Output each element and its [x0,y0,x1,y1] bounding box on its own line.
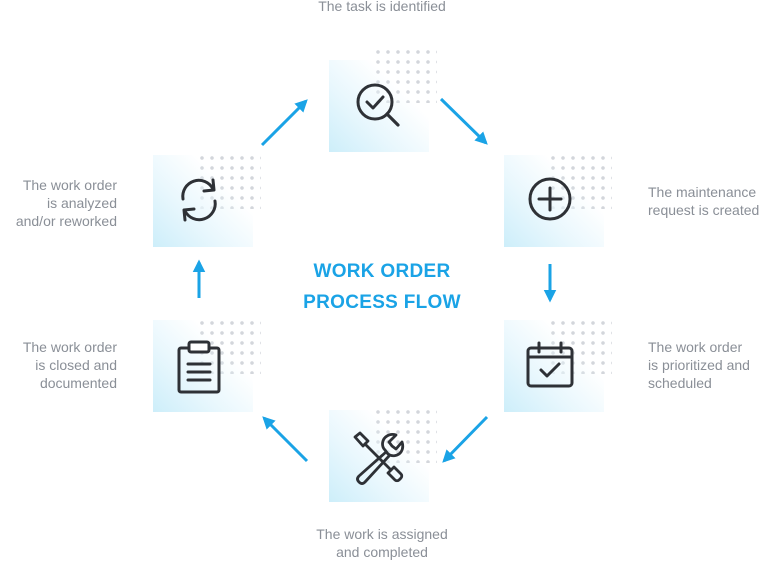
title-line-2: PROCESS FLOW [303,292,461,313]
step-tile [504,320,604,412]
step-request-created [504,153,612,247]
label-line: The work order [22,177,117,193]
title-line-1: WORK ORDER [313,261,451,282]
step-tile [153,320,253,412]
label-line: The maintenance [648,184,757,200]
refresh-cycle-icon [181,178,217,222]
label-line: The work order [22,339,117,355]
step-tile [329,60,429,152]
label-request-created: The maintenance request is created [648,183,768,219]
step-tile [329,410,429,502]
step-task-identified [329,47,437,152]
label-task-identified: The task is identified [282,0,482,15]
label-line: request is created [648,202,760,218]
arrow-step4-to-step5 [262,416,309,463]
step-tile [504,155,604,247]
label-closed-documented: The work order is closed and documented [0,338,117,392]
diagram-title: WORK ORDER PROCESS FLOW [260,256,504,318]
clipboard-icon [177,340,221,394]
calendar-check-icon [526,341,574,388]
label-assigned-completed: The work is assigned and completed [282,525,482,561]
plus-circle-icon [528,177,572,221]
label-line: and completed [336,544,428,560]
label-line: The work order [648,339,743,355]
arrow-step3-to-step4 [442,415,489,463]
step-closed-documented [153,318,261,412]
label-line: The task is identified [318,0,446,14]
label-line: scheduled [648,375,712,391]
step-prioritized-scheduled [504,318,612,412]
label-line: is closed and [35,357,117,373]
label-line: is analyzed [46,195,117,211]
label-analyzed-reworked: The work order is analyzed and/or rework… [0,176,117,230]
label-line: documented [39,375,117,391]
step-analyzed-reworked [153,153,261,247]
label-prioritized-scheduled: The work order is prioritized and schedu… [648,338,768,392]
wrench-screwdriver-icon [353,431,405,485]
arrow-step6-to-step1 [260,99,308,147]
arrow-step1-to-step2 [439,97,488,145]
label-line: The work is assigned [316,526,448,542]
step-assigned-completed [329,407,437,502]
label-line: is prioritized and [648,357,750,373]
step-tile [153,155,253,247]
magnifier-check-icon [356,83,400,127]
label-line: and/or reworked [15,213,117,229]
